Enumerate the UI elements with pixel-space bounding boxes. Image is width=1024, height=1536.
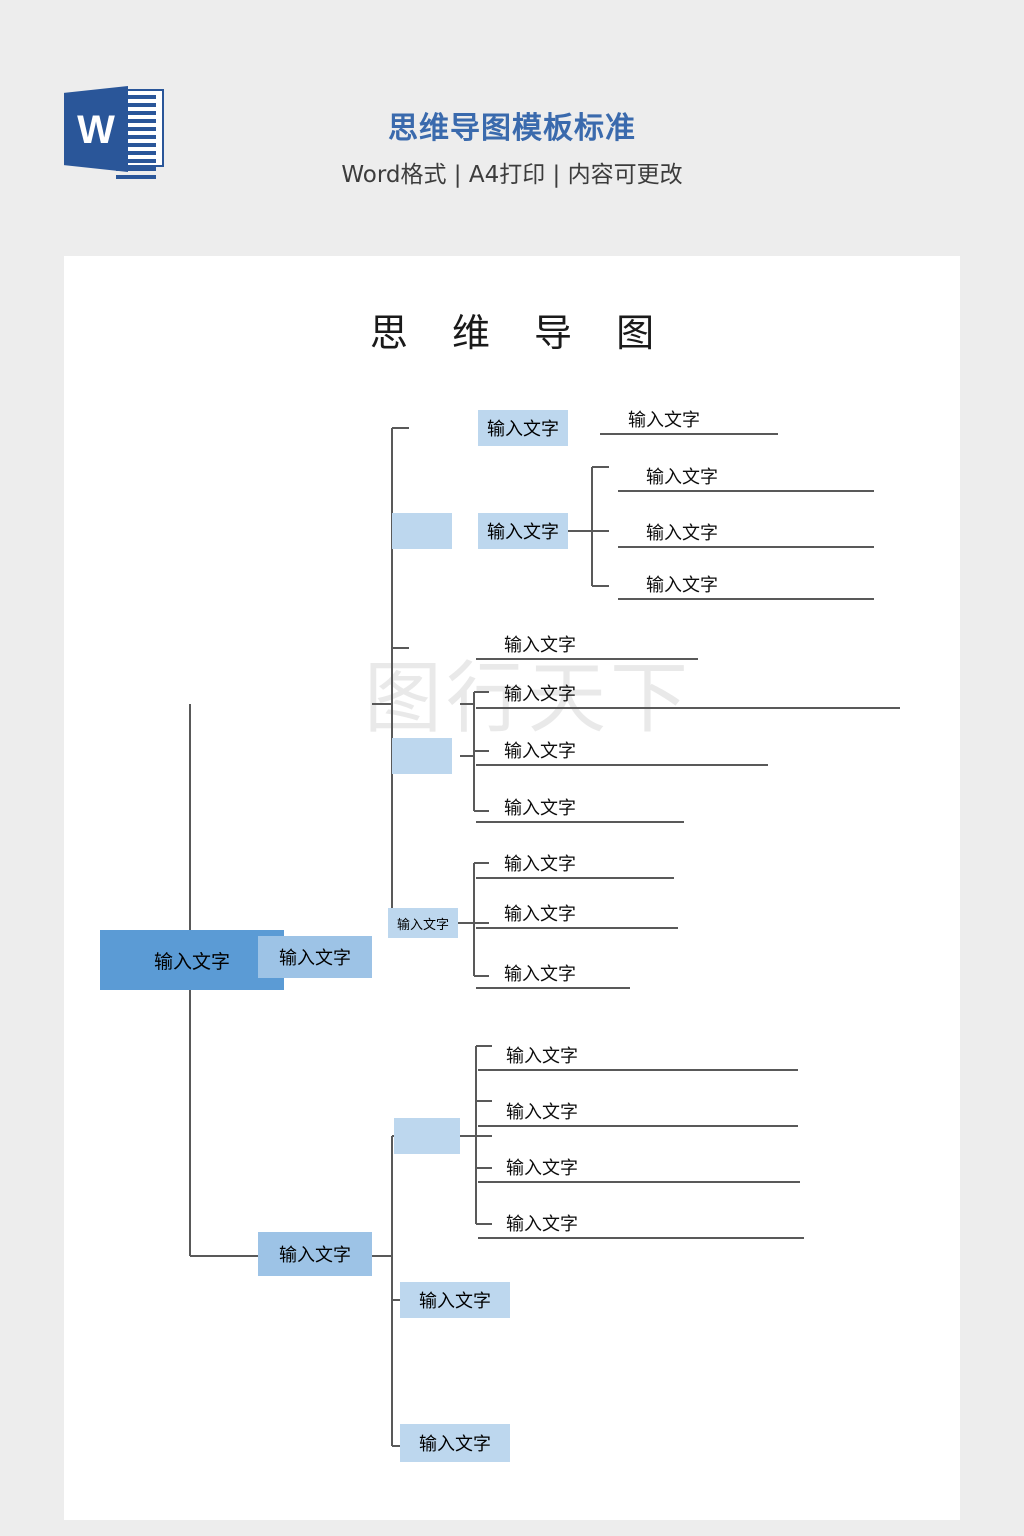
leaf-label: 输入文字 [646, 467, 718, 488]
node-b2-sub-3[interactable]: 输入文字 [400, 1424, 510, 1462]
node-b2-sub-2[interactable]: 输入文字 [400, 1282, 510, 1318]
leaf-label: 输入文字 [506, 1102, 578, 1123]
leaf-label: 输入文字 [504, 964, 576, 985]
node-b1-sub-2[interactable]: 输入文字 [478, 513, 568, 549]
leaf-rule [478, 1069, 798, 1071]
leaf-rule [476, 764, 768, 766]
leaf-label: 输入文字 [504, 904, 576, 925]
word-icon-fold [64, 86, 128, 172]
leaf-label: 输入文字 [504, 741, 576, 762]
leaf-rule [476, 987, 630, 989]
node-branch-2[interactable]: 输入文字 [258, 1232, 372, 1276]
node-b1-sub-empty-2[interactable] [392, 738, 452, 774]
node-b1-sub-5[interactable]: 输入文字 [388, 908, 458, 938]
leaf-label: 输入文字 [506, 1046, 578, 1067]
leaf-label: 输入文字 [646, 523, 718, 544]
leaf-rule [476, 877, 674, 879]
leaf-rule [618, 490, 874, 492]
leaf-label: 输入文字 [506, 1158, 578, 1179]
leaf-label: 输入文字 [506, 1214, 578, 1235]
node-root[interactable]: 输入文字 [100, 930, 284, 990]
leaf-label: 输入文字 [504, 635, 576, 656]
leaf-rule [476, 927, 678, 929]
leaf-label: 输入文字 [646, 575, 718, 596]
leaf-rule [476, 707, 900, 709]
leaf-label: 输入文字 [504, 798, 576, 819]
leaf-label: 输入文字 [504, 684, 576, 705]
page-header: W 思维导图模板标准 Word格式 | A4打印 | 内容可更改 [0, 0, 1024, 256]
leaf-label: 输入文字 [504, 854, 576, 875]
page-title: 思 维 导 图 [369, 311, 671, 355]
node-branch-1[interactable]: 输入文字 [258, 936, 372, 978]
word-icon: W [64, 86, 168, 179]
leaf-rule [478, 1125, 798, 1127]
leaf-rule [618, 546, 874, 548]
leaf-rule [600, 433, 778, 435]
header-title: 思维导图模板标准 [388, 111, 636, 146]
leaf-label: 输入文字 [628, 410, 700, 431]
document-page: 思 维 导 图 图行天下 [64, 256, 960, 1520]
node-b1-sub-empty-1[interactable] [392, 513, 452, 549]
word-icon-letter: W [77, 108, 115, 152]
leaf-rule [478, 1237, 804, 1239]
leaf-rule [476, 658, 698, 660]
node-b2-sub-empty[interactable] [394, 1118, 460, 1154]
leaf-rule [476, 821, 684, 823]
leaf-rule [618, 598, 874, 600]
header-subtitle: Word格式 | A4打印 | 内容可更改 [341, 162, 683, 188]
leaf-rule [478, 1181, 800, 1183]
node-b1-sub-1[interactable]: 输入文字 [478, 410, 568, 446]
